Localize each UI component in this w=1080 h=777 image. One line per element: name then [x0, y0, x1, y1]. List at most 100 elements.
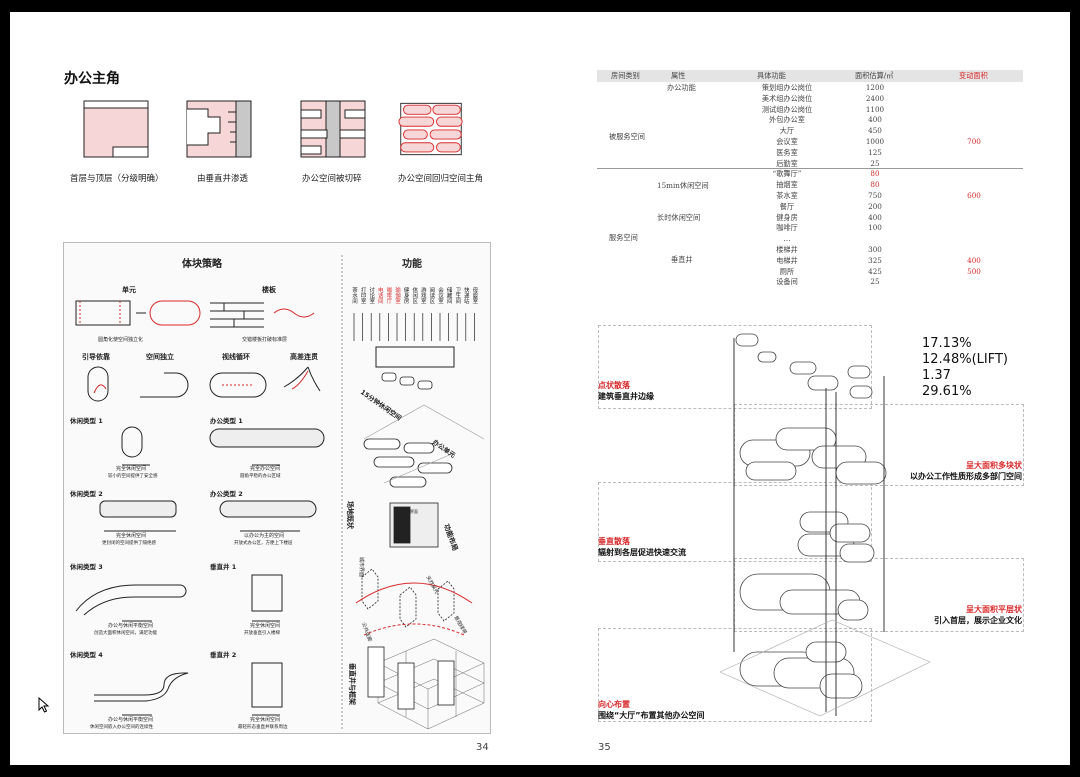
cell-area: 25 [870, 158, 880, 168]
type-left-1-line1: 完全休闲空间 [116, 465, 146, 472]
stat-2: 12.48%(LIFT) [922, 352, 1008, 367]
cell-area: 400 [868, 212, 882, 222]
function-diagram-label-9: 垂直井与框架 [348, 663, 357, 705]
type-left-4-title: 休闲类型 4 [69, 650, 103, 659]
table-divider [597, 168, 1023, 169]
cell-change: 500 [967, 266, 981, 276]
strategy-diagram-4 [398, 102, 463, 156]
table-row: … [597, 233, 1023, 244]
frame-4 [734, 558, 1024, 632]
cell-area: 100 [868, 223, 882, 233]
cell-area: 125 [868, 147, 882, 157]
function-diagram-label-8: 景观绿带 [452, 615, 468, 636]
function-label: 讨论室 [368, 286, 375, 304]
concept-2: 空间独立 [146, 352, 174, 361]
function-label: 阅读区 [428, 286, 435, 304]
group-served: 被服务空间 [609, 132, 645, 141]
annotation-2-desc: 以办公工作性质形成多部门空间 [910, 472, 1022, 481]
analysis-panel-drawing: 体块策略 功能 单元 楼板 圆角化使空间独立化 交错楼板打破标准层 引导依靠 空… [69, 255, 485, 731]
stats-block: 17.13% 12.48%(LIFT) 1.37 29.61% [922, 336, 1008, 400]
function-label: 卫生间 [454, 287, 461, 305]
type-right-4-line2: 最轻形态垂直井联系周边 [238, 723, 288, 730]
strategy-diagram-1 [83, 100, 149, 158]
function-label: 打印室 [360, 286, 367, 304]
cell-area: 80 [870, 180, 880, 190]
cell-function: 健身房 [776, 212, 798, 222]
type-right-2-line2: 开放式办公区，方便上下楼层 [234, 539, 293, 546]
annotation-3-title: 垂直散落 [598, 537, 630, 546]
group-served-sub: 办公功能 [667, 83, 696, 92]
function-label: 电话间 [377, 286, 384, 305]
strategy-diagram-3 [300, 100, 366, 158]
function-label: 瑜伽室 [394, 286, 401, 304]
type-left-2-line2: 更封闭的空间提供了隔绝感 [102, 539, 156, 546]
function-diagram-label-6: 天然采光 [424, 575, 440, 596]
cell-area: 80 [870, 169, 880, 179]
unit-box [75, 300, 131, 326]
function-label: 母婴室 [471, 287, 478, 304]
concept-1: 引导依靠 [82, 352, 110, 361]
cell-function: 医务室 [776, 147, 798, 157]
type-right-4-line1: 完全休闲空间 [250, 716, 280, 723]
group-service: 服务空间 [609, 233, 638, 242]
cell-function: 抽烟室 [776, 180, 798, 190]
stat-1: 17.13% [922, 336, 972, 351]
cell-function: 电梯井 [776, 255, 798, 265]
annotation-5-desc: 围绕“大厅”布置其他办公空间 [598, 711, 705, 720]
frame-1 [598, 325, 872, 409]
annotation-2: 呈大面积多块状 以办公工作性质形成多部门空间 [910, 460, 1022, 482]
strategy-caption-1: 首层与顶层（分级明确） [70, 174, 164, 184]
exploded-axonometric [719, 333, 931, 717]
section-title: 办公主角 [64, 71, 120, 87]
table-row: 抽烟室 80 [597, 179, 1023, 190]
unit-caption: 圆角化使空间独立化 [98, 336, 143, 343]
group-service-sub2: 长时休闲空间 [657, 213, 701, 222]
strategy-caption-4: 办公空间回归空间主角 [398, 174, 484, 184]
annotation-4: 呈大面积平层状 引入首层，展示企业文化 [934, 604, 1022, 626]
cell-area: 750 [868, 190, 882, 200]
unit-label: 单元 [122, 285, 136, 294]
function-diagram-label-5: 城市界面 [358, 557, 365, 577]
cell-function: 会议室 [776, 136, 798, 146]
cell-area: 2400 [865, 93, 885, 103]
header-function: 具体功能 [757, 71, 786, 80]
analysis-panel: 体块策略 功能 单元 楼板 圆角化使空间独立化 交错楼板打破标准层 引导依靠 空… [63, 242, 491, 734]
cell-area: 1000 [865, 136, 885, 146]
function-label: 快递站 [463, 286, 470, 305]
table-header: 房间类别 属性 具体功能 面积估算/㎡ 变动面积 [597, 70, 1023, 82]
annotation-2-title: 呈大面积多块状 [966, 461, 1022, 470]
cell-area: 200 [868, 201, 882, 211]
cell-area: 1100 [865, 104, 885, 114]
type-right-3-title: 垂直井 1 [210, 562, 237, 571]
mouse-cursor-icon [38, 697, 50, 713]
concept-4: 高差连贯 [290, 352, 318, 361]
annotation-3: 垂直散落 辐射到各层促进快速交流 [598, 536, 686, 558]
group-service-sub1: 15min休闲空间 [657, 181, 709, 190]
group-service-sub3: 垂直井 [671, 255, 693, 264]
type-left-3-line2: 创造大面积休闲空间，满足功能 [94, 629, 157, 636]
cell-function: 厕所 [779, 266, 795, 276]
function-label: 健身房 [403, 286, 410, 305]
function-diagram-label-7: 公共连廊 [360, 621, 373, 642]
stat-3: 1.37 [922, 368, 951, 383]
type-left-3-line1: 办公与休闲平衡空间 [108, 622, 153, 629]
annotation-1-title: 点状散落 [598, 381, 630, 390]
function-label: 会议室 [437, 286, 444, 304]
strategy-caption-3: 办公空间被切碎 [302, 174, 362, 184]
cell-function: 楼梯井 [776, 244, 798, 254]
unit-rounded [149, 300, 201, 326]
cell-area: 1200 [865, 83, 885, 92]
strategy-diagram-2 [186, 100, 252, 158]
function-labels: 茶水间打印室讨论室电话间咖啡厅瑜伽室健身房休闲区游戏室阅读区会议室储藏间卫生间快… [351, 286, 478, 305]
stat-4: 29.61% [922, 384, 972, 399]
cell-function: “歌舞厅” [772, 169, 802, 179]
header-change: 变动面积 [959, 71, 988, 80]
